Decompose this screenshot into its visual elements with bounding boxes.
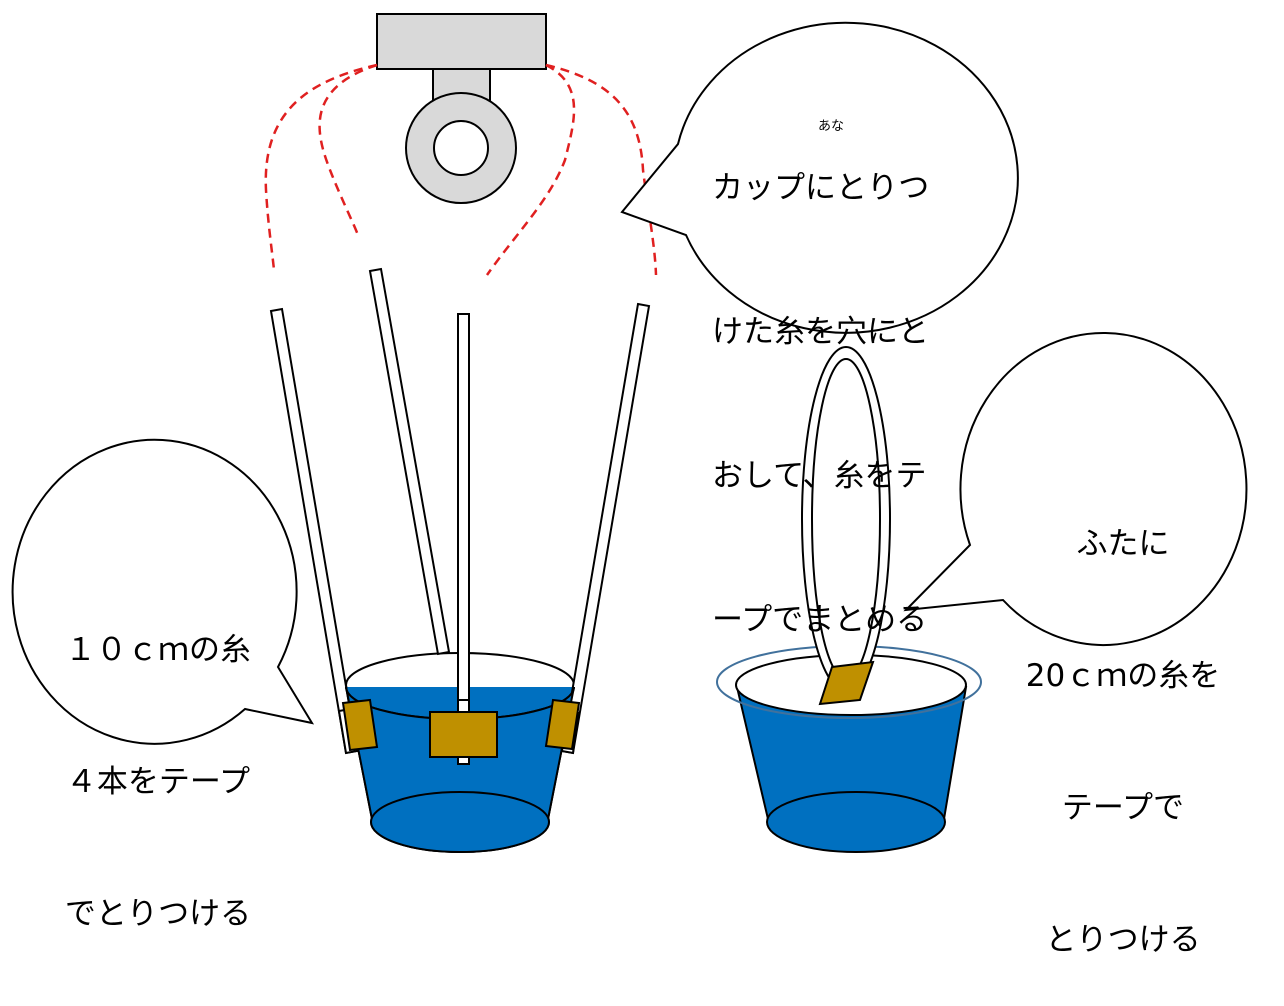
bubble-line: ふたに bbox=[1076, 526, 1170, 562]
diagram-canvas: カップにとりつ けた糸を穴にと おして、糸をテ ープでまとめる あな １０ｃｍの… bbox=[11, 13, 1248, 958]
bubble-text-right: ふたに 20ｃｍの糸を テープで とりつける bbox=[1003, 434, 1243, 1006]
bubble-text-left: １０ｃｍの糸 ４本をテープ でとりつける bbox=[48, 540, 268, 980]
lid-tape bbox=[818, 660, 875, 706]
bubble-line: １０ｃｍの糸 bbox=[65, 632, 251, 668]
bubble-line: ープでまとめる bbox=[712, 602, 928, 638]
lid-string-loop bbox=[801, 346, 891, 692]
bubble-text-top-right: カップにとりつ けた糸を穴にと おして、糸をテ ープでまとめる bbox=[712, 68, 929, 692]
bubble-line: おして、糸をテ bbox=[712, 458, 927, 494]
cup-strings bbox=[269, 267, 651, 765]
bubble-line: とりつける bbox=[1045, 922, 1201, 958]
bubble-line: ４本をテープ bbox=[65, 764, 251, 800]
illustration bbox=[11, 13, 1248, 853]
right-cup bbox=[716, 645, 982, 853]
bubble-line: でとりつける bbox=[64, 896, 252, 932]
tape-pieces bbox=[341, 698, 581, 758]
bubble-line: 20ｃｍの糸を bbox=[1025, 658, 1221, 694]
ruby-reading: あな bbox=[818, 119, 845, 134]
bubble-line: けた糸を穴にと bbox=[712, 314, 929, 350]
dashed-strings bbox=[264, 63, 658, 276]
ceiling-mount bbox=[376, 13, 547, 204]
speech-bubble-top-right bbox=[620, 21, 1019, 334]
speech-bubble-left bbox=[11, 438, 315, 745]
speech-bubble-right bbox=[903, 331, 1248, 646]
bubble-line: テープで bbox=[1061, 790, 1185, 826]
bubble-line: カップにとりつ bbox=[712, 170, 930, 206]
